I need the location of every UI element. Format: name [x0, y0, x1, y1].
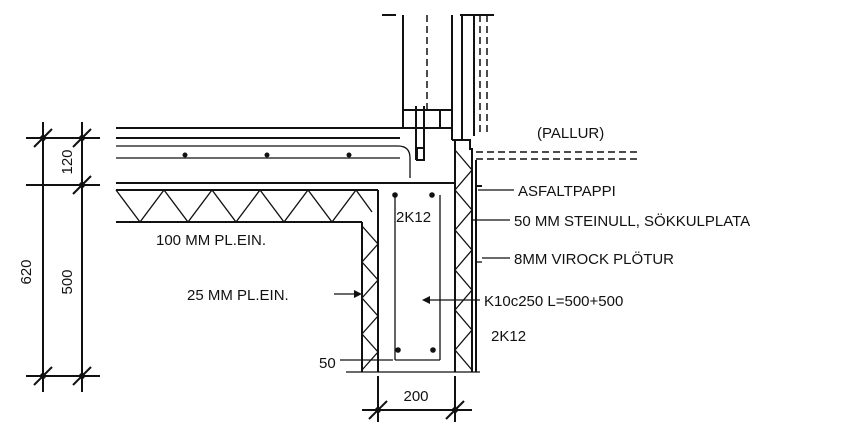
dim-wall-width: 200 — [403, 388, 428, 405]
label-virock: 8MM VIROCK PLÖTUR — [514, 250, 674, 268]
label-pallur: (PALLUR) — [537, 125, 604, 142]
dim-total-height: 620 — [18, 259, 35, 284]
dimension-width — [362, 376, 472, 422]
wall-insulation — [361, 190, 379, 372]
outer-insulation — [454, 148, 482, 372]
label-rebar-top: 2K12 — [396, 209, 431, 226]
deck-dashed-lines — [476, 151, 640, 160]
label-asfaltpappi: ASFALTPAPPI — [518, 183, 616, 200]
label-cover: 50 — [319, 355, 336, 372]
dim-slab-thickness: 120 — [59, 149, 76, 174]
dimension-lines-left — [26, 122, 100, 392]
upper-wall — [382, 14, 494, 161]
label-stirrups: K10c250 L=500+500 — [484, 293, 623, 310]
label-steinull: 50 MM STEINULL, SÖKKULPLATA — [514, 212, 750, 230]
leader-stirrups — [422, 296, 480, 304]
label-slab-insulation: 100 MM PL.EIN. — [156, 232, 266, 249]
leader-wall-insulation — [334, 290, 362, 298]
foundation-wall — [392, 140, 456, 372]
label-wall-insulation: 25 MM PL.EIN. — [187, 287, 289, 304]
dim-foundation-height: 500 — [59, 269, 76, 294]
label-rebar-bottom: 2K12 — [491, 328, 526, 345]
slab-insulation-hatch — [115, 188, 378, 224]
floor-slab — [116, 127, 455, 184]
